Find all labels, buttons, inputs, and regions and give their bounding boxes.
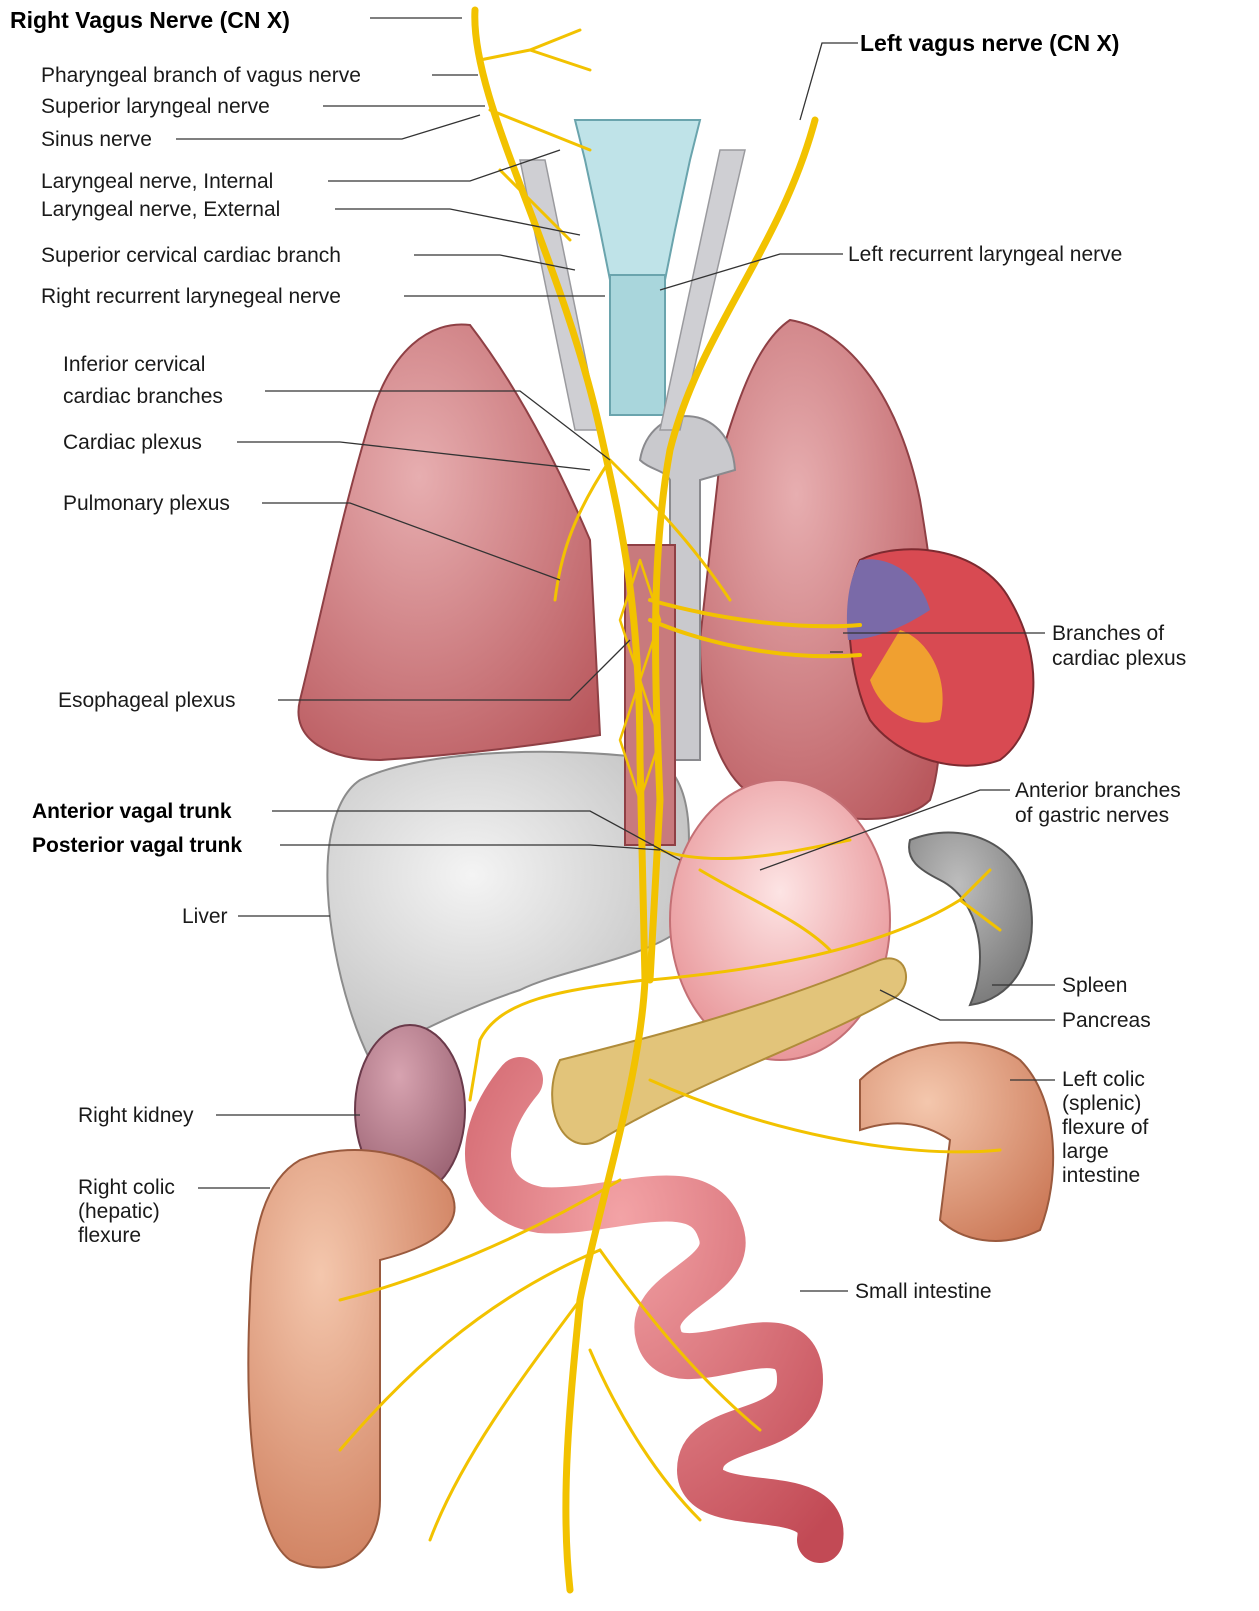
label-superior-laryngeal-nerve: Superior laryngeal nerve <box>41 94 270 119</box>
label-right-recurrent-laryngeal-nerve: Right recurrent larynegeal nerve <box>41 284 341 309</box>
right-lung <box>298 324 600 760</box>
label-pharyngeal-branch: Pharyngeal branch of vagus nerve <box>41 63 361 88</box>
label-inferior-cervical-cardiac-branches: Inferior cervical cardiac branches <box>63 349 223 413</box>
label-cardiac-plexus: Cardiac plexus <box>63 430 202 455</box>
label-esophageal-plexus: Esophageal plexus <box>58 688 235 713</box>
right-colon-shape <box>248 1150 454 1568</box>
label-small-intestine: Small intestine <box>855 1279 992 1304</box>
label-anterior-branches-gastric-nerves: Anterior branches of gastric nerves <box>1015 778 1181 828</box>
label-superior-cervical-cardiac-branch: Superior cervical cardiac branch <box>41 243 341 268</box>
trachea-shape <box>610 275 665 415</box>
label-laryngeal-nerve-external: Laryngeal nerve, External <box>41 197 280 222</box>
label-sinus-nerve: Sinus nerve <box>41 127 152 152</box>
label-spleen: Spleen <box>1062 973 1127 998</box>
label-posterior-vagal-trunk: Posterior vagal trunk <box>32 833 242 858</box>
larynx-shape <box>575 120 700 280</box>
label-anterior-vagal-trunk: Anterior vagal trunk <box>32 799 232 824</box>
left-colic-flexure-shape <box>860 1043 1053 1241</box>
label-liver: Liver <box>182 904 228 929</box>
label-branches-of-cardiac-plexus: Branches of cardiac plexus <box>1052 621 1186 671</box>
label-left-recurrent-laryngeal-nerve: Left recurrent laryngeal nerve <box>848 242 1122 267</box>
label-right-kidney: Right kidney <box>78 1103 194 1128</box>
label-pulmonary-plexus: Pulmonary plexus <box>63 491 230 516</box>
label-left-colic-flexure: Left colic (splenic) flexure of large in… <box>1062 1068 1148 1188</box>
label-left-vagus-nerve: Left vagus nerve (CN X) <box>860 31 1119 56</box>
label-laryngeal-nerve-internal: Laryngeal nerve, Internal <box>41 169 273 194</box>
small-intestine-shape <box>488 1080 821 1540</box>
label-right-colic-flexure: Right colic (hepatic) flexure <box>78 1176 175 1248</box>
label-pancreas: Pancreas <box>1062 1008 1151 1033</box>
label-right-vagus-nerve: Right Vagus Nerve (CN X) <box>10 8 290 33</box>
